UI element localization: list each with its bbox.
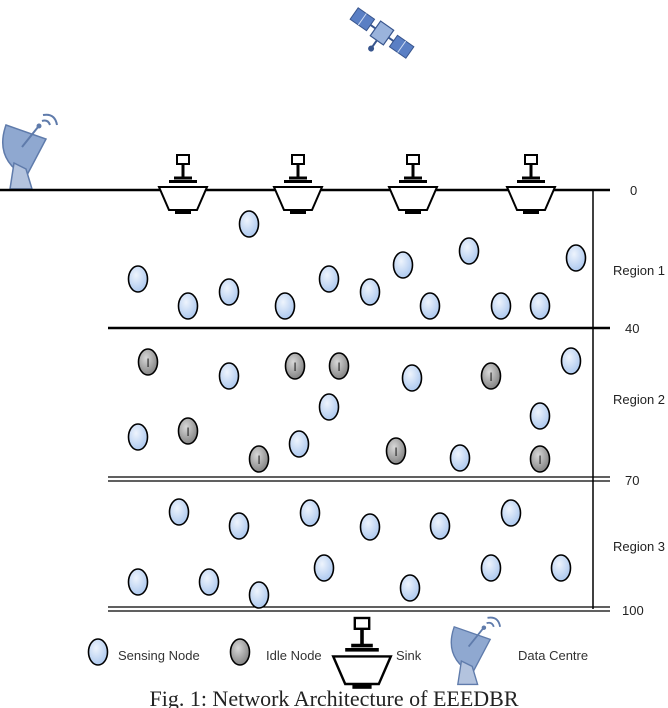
idle-node: I: [177, 417, 199, 445]
sensing-node: [318, 393, 340, 421]
depth-label-40: 40: [625, 321, 639, 336]
sensing-node: [238, 210, 260, 238]
legend: Sensing Node Idle Node Sink Data Centre: [87, 616, 588, 691]
sink-icon: [387, 153, 439, 216]
satellite-icon: [349, 7, 415, 59]
sensing-node: [359, 513, 381, 541]
legend-data-centre-label: Data Centre: [518, 648, 588, 663]
idle-node-mark: I: [186, 425, 189, 439]
sensing-node: [127, 265, 149, 293]
sensing-node: [480, 554, 502, 582]
depth-label-0: 0: [630, 183, 637, 198]
boundary-70: [108, 476, 610, 482]
idle-node-mark: I: [394, 445, 397, 459]
idle-node: I: [137, 348, 159, 376]
sensing-node: [565, 244, 587, 272]
sink-icon: [272, 153, 324, 216]
sensing-node: [399, 574, 421, 602]
data-centre-icon: [1, 113, 58, 190]
depth-label-70: 70: [625, 473, 639, 488]
legend-sensing-node-icon: [87, 638, 109, 666]
sensing-node: [490, 292, 512, 320]
idle-node: I: [284, 352, 306, 380]
idle-node: I: [480, 362, 502, 390]
sensing-node: [392, 251, 414, 279]
idle-node: I: [385, 437, 407, 465]
legend-sink-icon: [331, 616, 393, 691]
sensing-node: [127, 568, 149, 596]
sensing-node: [529, 292, 551, 320]
legend-idle-node-icon: [229, 638, 251, 666]
sensing-node: [177, 292, 199, 320]
idle-node-mark: I: [337, 360, 340, 374]
sensing-node: [449, 444, 471, 472]
sink-icon: [157, 153, 209, 216]
region-label-1: Region 1: [613, 263, 665, 278]
sensing-node: [500, 499, 522, 527]
idle-node-mark: I: [257, 453, 260, 467]
figure-caption: Fig. 1: Network Architecture of EEEDBR: [149, 686, 518, 708]
idle-node-mark: I: [489, 370, 492, 384]
sensing-node: [419, 292, 441, 320]
sensing-node: [359, 278, 381, 306]
legend-sink-label: Sink: [396, 648, 422, 663]
sensing-node: [218, 362, 240, 390]
node-layer: I I I I I I I I: [127, 210, 587, 609]
sensing-node: [529, 402, 551, 430]
sensing-node: [299, 499, 321, 527]
sensing-node: [218, 278, 240, 306]
legend-sensing-label: Sensing Node: [118, 648, 200, 663]
sensing-node: [127, 423, 149, 451]
sensing-node: [228, 512, 250, 540]
idle-node-mark: I: [293, 360, 296, 374]
depth-label-100: 100: [622, 603, 644, 618]
sensing-node: [248, 581, 270, 609]
sink-icon: [505, 153, 557, 216]
sensing-node: [274, 292, 296, 320]
legend-data-centre-icon: [450, 616, 502, 686]
legend-idle-label: Idle Node: [266, 648, 322, 663]
idle-node-mark: I: [538, 453, 541, 467]
sensing-node: [318, 265, 340, 293]
sensing-node: [458, 237, 480, 265]
sensing-node: [168, 498, 190, 526]
region-label-2: Region 2: [613, 392, 665, 407]
sensing-node: [198, 568, 220, 596]
sensing-node: [550, 554, 572, 582]
sensing-node: [288, 430, 310, 458]
idle-node: I: [248, 445, 270, 473]
region-label-3: Region 3: [613, 539, 665, 554]
sensing-node: [560, 347, 582, 375]
idle-node-mark: I: [146, 356, 149, 370]
idle-node: I: [328, 352, 350, 380]
idle-node: I: [529, 445, 551, 473]
sensing-node: [401, 364, 423, 392]
sensing-node: [429, 512, 451, 540]
sensing-node: [313, 554, 335, 582]
boundary-100: [108, 606, 610, 612]
